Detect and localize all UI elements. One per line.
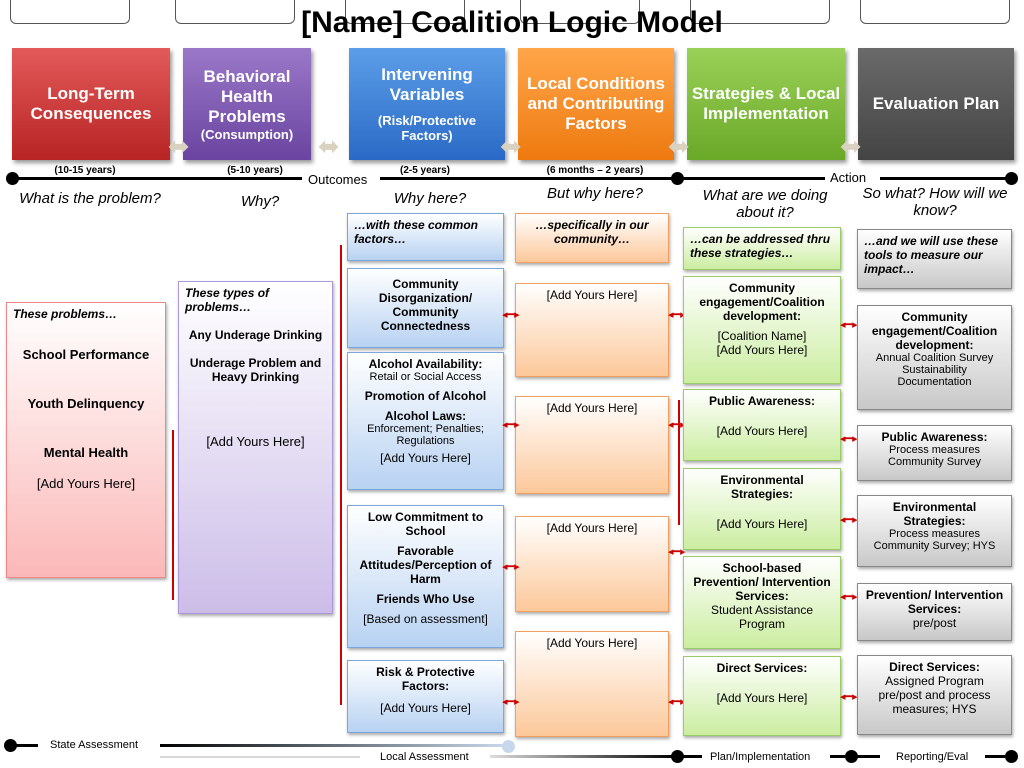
col4-box: [Add Yours Here] bbox=[515, 396, 669, 494]
timeline-outcomes: Outcomes bbox=[308, 172, 368, 187]
col2-box: These types of problems… Any Underage Dr… bbox=[178, 281, 333, 614]
double-arrow-icon: ⬌ bbox=[840, 131, 862, 161]
col5-box-5: Direct Services:[Add Yours Here] bbox=[683, 656, 841, 736]
timeline-action: Action bbox=[830, 170, 867, 185]
bottom-label-plan: Plan/Implementation bbox=[710, 751, 811, 763]
question: But why here? bbox=[547, 185, 643, 202]
col3-box-4: Risk & Protective Factors:[Add Yours Her… bbox=[347, 660, 504, 733]
double-arrow-icon: ⬌ bbox=[668, 131, 690, 161]
double-arrow-icon: ⬌ bbox=[168, 131, 190, 161]
col4-box: [Add Yours Here] bbox=[515, 516, 669, 612]
timeframe: (6 months – 2 years) bbox=[546, 165, 644, 176]
col5-box-3: Environmental Strategies:[Add Yours Here… bbox=[683, 468, 841, 550]
col6-box-4: Prevention/ Intervention Services:pre/po… bbox=[857, 583, 1012, 641]
question: Why here? bbox=[393, 190, 467, 207]
timeframe: (2-5 years) bbox=[399, 165, 451, 176]
bottom-label-local: Local Assessment bbox=[380, 751, 469, 763]
col6-intro: …and we will use these tools to measure … bbox=[857, 229, 1012, 289]
question: So what? How will we know? bbox=[862, 185, 1008, 219]
col5-box-1: Community engagement/Coalition developme… bbox=[683, 276, 841, 384]
double-arrow-icon: ⬌ bbox=[318, 131, 340, 161]
question: What are we doing about it? bbox=[702, 187, 828, 221]
col5-box-2: Public Awareness:[Add Yours Here] bbox=[683, 389, 841, 461]
col6-box-5: Direct Services:Assigned Program pre/pos… bbox=[857, 655, 1012, 735]
bottom-label-reporting: Reporting/Eval bbox=[896, 751, 969, 763]
col5-box-4: School-based Prevention/ Intervention Se… bbox=[683, 556, 841, 649]
header-long-term: Long-Term Consequences bbox=[12, 48, 170, 160]
header-strategies: Strategies & Local Implementation bbox=[687, 48, 845, 160]
col6-box-1: Community engagement/Coalition developme… bbox=[857, 305, 1012, 410]
timeframe: (10-15 years) bbox=[54, 165, 116, 176]
col3-box-2: Alcohol Availability:Retail or Social Ac… bbox=[347, 352, 504, 490]
col3-box-1: Community Disorganization/ Community Con… bbox=[347, 268, 504, 348]
col5-intro: …can be addressed thru these strategies… bbox=[683, 227, 841, 270]
timeframe: (5-10 years) bbox=[227, 165, 283, 176]
bottom-label-state: State Assessment bbox=[50, 739, 139, 751]
col3-intro: …with these common factors… bbox=[347, 213, 504, 261]
col4-box: [Add Yours Here] bbox=[515, 631, 669, 737]
col3-box-3: Low Commitment to School Favorable Attit… bbox=[347, 505, 504, 648]
col1-box: These problems… School Performance Youth… bbox=[6, 302, 166, 578]
question: Why? bbox=[240, 193, 280, 210]
double-arrow-icon: ⬌ bbox=[500, 131, 522, 161]
header-evaluation: Evaluation Plan bbox=[858, 48, 1014, 160]
col4-intro: …specifically in our community… bbox=[515, 213, 669, 263]
header-intervening: Intervening Variables(Risk/Protective Fa… bbox=[349, 48, 505, 160]
header-behavioral: Behavioral Health Problems(Consumption) bbox=[183, 48, 311, 160]
col6-box-3: Environmental Strategies:Process measure… bbox=[857, 495, 1012, 567]
col4-box: [Add Yours Here] bbox=[515, 283, 669, 377]
page-title: [Name] Coalition Logic Model bbox=[301, 6, 723, 39]
question: What is the problem? bbox=[19, 190, 161, 207]
header-local-conditions: Local Conditions and Contributing Factor… bbox=[518, 48, 674, 160]
col6-box-2: Public Awareness:Process measures Commun… bbox=[857, 425, 1012, 481]
